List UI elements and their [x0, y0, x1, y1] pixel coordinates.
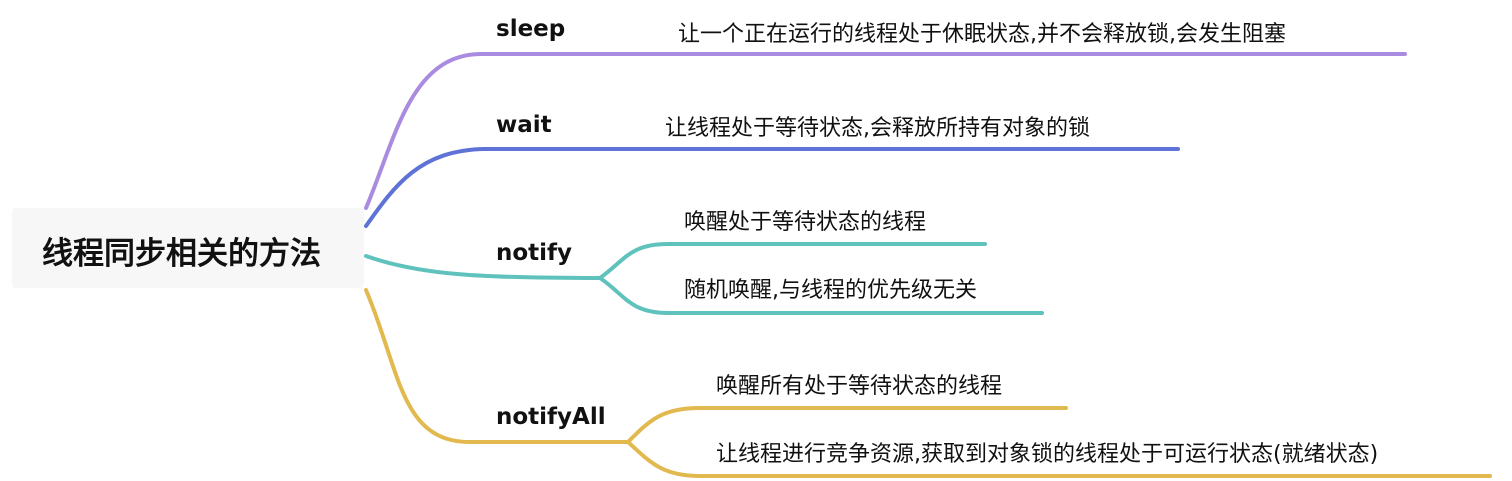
leaf-label-notifyall-1: 唤醒所有处于等待状态的线程	[716, 374, 1003, 399]
connector-notifyall	[364, 288, 630, 444]
connector-sleep	[364, 52, 1407, 210]
leaf-label-wait-1: 让线程处于等待状态,会释放所持有对象的锁	[665, 116, 1090, 141]
leaf-label-notifyall-2: 让线程进行竞争资源,获取到对象锁的线程处于可运行状态(就绪状态)	[716, 442, 1379, 467]
root-node-label: 线程同步相关的方法	[42, 236, 321, 272]
connector-notifyall-leaf-2	[626, 440, 1492, 478]
branch-label-sleep: sleep	[496, 16, 566, 42]
connector-wait	[364, 147, 1180, 228]
connector-notifyall-leaf-1	[626, 406, 1068, 444]
branch-label-wait: wait	[496, 112, 552, 138]
leaf-label-sleep-1: 让一个正在运行的线程处于休眠状态,并不会释放锁,会发生阻塞	[678, 22, 1286, 47]
branch-label-notifyall: notifyAll	[496, 404, 606, 430]
connector-notify-leaf-2	[598, 276, 1044, 315]
leaf-label-notify-1: 唤醒处于等待状态的线程	[684, 210, 927, 235]
leaf-label-notify-2: 随机唤醒,与线程的优先级无关	[684, 278, 977, 303]
connector-notify-leaf-1	[598, 242, 987, 280]
branch-label-notify: notify	[496, 240, 573, 266]
root-node	[12, 208, 364, 288]
connector-notify	[364, 254, 602, 280]
